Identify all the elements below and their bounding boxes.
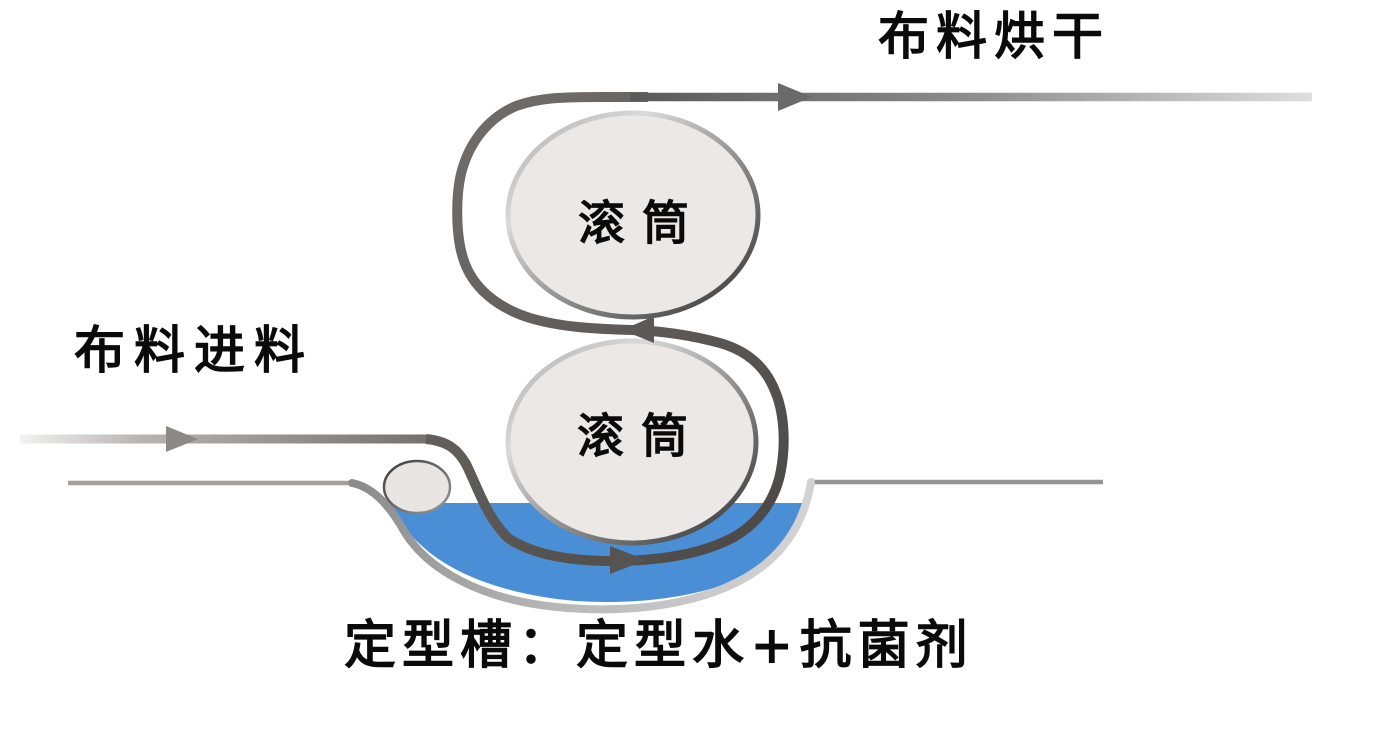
label-fabric-drying: 布料烘干 xyxy=(878,7,1111,67)
flow-arrow-nip-icon xyxy=(622,316,654,343)
bottom-roller xyxy=(505,338,759,546)
guide-roller xyxy=(382,459,452,515)
label-setting-tank: 定型槽：定型水+抗菌剂 xyxy=(344,615,974,676)
top-roller xyxy=(505,110,761,320)
flow-arrow-tank-icon xyxy=(610,546,646,574)
label-bottom-roller: 滚筒 xyxy=(577,409,705,465)
setting-tank-wall xyxy=(348,478,815,614)
label-top-roller: 滚筒 xyxy=(578,196,706,252)
fabric-s-path xyxy=(425,92,789,567)
label-fabric-feed: 布料进料 xyxy=(74,321,315,381)
flow-arrow-entry-icon xyxy=(166,426,198,452)
flow-arrow-exit-icon xyxy=(778,83,812,111)
